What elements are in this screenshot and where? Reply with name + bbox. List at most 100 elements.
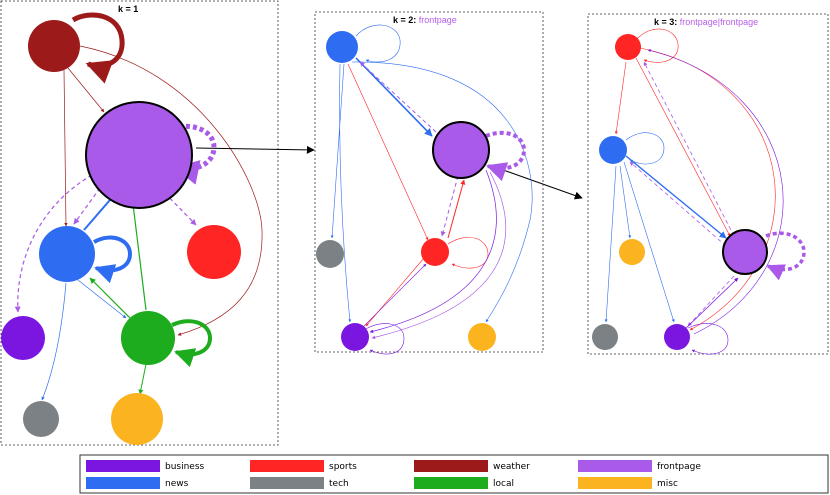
- legend-label-sports: sports: [329, 462, 357, 472]
- panel-k2-title: k = 2: frontpage: [393, 15, 457, 25]
- legend-swatch-weather: [414, 460, 488, 472]
- k2-edge-news-tech: [330, 63, 345, 239]
- legend-swatch-sports: [250, 460, 324, 472]
- legend-label-frontpage: frontpage: [657, 462, 701, 472]
- panel-k2-title-suffix: frontpage: [419, 15, 457, 25]
- k2-edge-frontpage-business: [371, 171, 507, 339]
- k3-edge-news-tech: [604, 165, 617, 323]
- node-tech: [23, 401, 59, 437]
- panel-k1: k = 1: [0, 0, 279, 446]
- panel-k2-edges: [330, 24, 533, 355]
- legend: business sports weather frontpage news t…: [79, 454, 829, 494]
- k3-node-news: [599, 136, 627, 164]
- k3-node-misc: [619, 239, 645, 265]
- edge-local-frontpage: [129, 195, 147, 311]
- k3-edge-frontpage-self: [765, 231, 806, 281]
- arrow-k2-to-k3: [491, 165, 583, 200]
- edge-local-misc: [138, 363, 147, 395]
- arrow-k1-to-k2: [195, 145, 315, 154]
- panel-k1-nodes: [1, 20, 241, 445]
- legend-label-misc: misc: [657, 479, 678, 489]
- edge-frontpage-news: [73, 187, 101, 225]
- panel-k3-title-text: k = 3:: [654, 17, 680, 27]
- k3-edge-frontpage-business: [687, 275, 735, 327]
- k3-edge-sports-news: [614, 61, 627, 135]
- k3-edge-sports-business: [639, 47, 776, 331]
- k3-edge-business-frontpage: [683, 277, 739, 331]
- k2-node-misc: [468, 323, 496, 351]
- k2-edge-news-self: [355, 24, 401, 63]
- k2-edge-business-self: [363, 323, 405, 355]
- k2-edge-business-frontpage: [369, 169, 497, 333]
- node-misc: [111, 393, 163, 445]
- k2-edge-news-sports: [347, 63, 429, 241]
- node-local: [121, 311, 175, 365]
- panel-k2-border: [314, 11, 544, 353]
- panel-k2-nodes: [316, 31, 496, 351]
- node-news: [39, 226, 95, 282]
- edge-local-self: [171, 319, 213, 368]
- panel-k2-title-text: k = 2:: [393, 15, 419, 25]
- k2-edge-frontpage-news: [359, 61, 437, 133]
- panel-k3-title: k = 3: frontpage|frontpage: [654, 17, 758, 27]
- k2-edge-news-misc: [351, 61, 533, 323]
- legend-swatch-misc: [578, 477, 652, 489]
- node-weather: [28, 20, 80, 72]
- k3-edge-frontpage-news: [629, 161, 727, 247]
- edge-frontpage-self: [171, 123, 217, 185]
- panel-k3: k = 3: frontpage|frontpage: [587, 13, 829, 355]
- k3-edge-frontpage-sports: [643, 61, 735, 237]
- node-business: [1, 316, 45, 360]
- k2-edge-sports-self: [447, 237, 489, 269]
- legend-label-local: local: [493, 479, 514, 489]
- panel-k3-edges: [604, 28, 806, 355]
- edge-weather-frontpage: [67, 67, 105, 113]
- k3-edge-business-sports: [647, 49, 784, 335]
- k2-node-tech: [316, 240, 344, 268]
- legend-swatch-tech: [250, 477, 324, 489]
- panel-k3-title-suffix: frontpage|frontpage: [680, 17, 758, 27]
- k2-edge-news-business: [339, 63, 352, 323]
- k2-node-business: [341, 323, 369, 351]
- edge-news-tech: [41, 282, 67, 401]
- k3-edge-news-misc: [619, 165, 632, 239]
- node-sports: [187, 225, 241, 279]
- edge-news-local: [77, 279, 127, 319]
- k2-edge-frontpage-self: [485, 130, 527, 182]
- k3-edge-news-frontpage: [625, 155, 727, 239]
- panel-k3-border: [587, 13, 829, 355]
- k2-edge-frontpage-sports: [440, 175, 459, 237]
- legend-label-business: business: [165, 462, 205, 472]
- panel-k1-border: [0, 0, 279, 446]
- k3-edge-news-business: [623, 161, 675, 323]
- legend-swatch-news: [86, 477, 160, 489]
- panel-k1-title-text: k = 1: [118, 4, 138, 14]
- k2-node-sports: [421, 238, 449, 266]
- k3-edge-sports-frontpage: [635, 57, 731, 237]
- panel-k3-nodes: [592, 34, 768, 350]
- k3-node-frontpage: [722, 229, 768, 275]
- edge-local-news: [89, 277, 131, 319]
- k3-node-tech: [592, 324, 618, 350]
- legend-swatch-frontpage: [578, 460, 652, 472]
- edge-weather-self: [71, 12, 125, 84]
- panel-k2: k = 2: frontpage: [314, 11, 544, 355]
- k3-edge-news-self: [625, 132, 665, 165]
- edge-weather-local: [79, 45, 263, 336]
- k2-node-news: [326, 31, 358, 63]
- k2-node-frontpage: [432, 121, 490, 179]
- node-frontpage: [85, 101, 193, 209]
- legend-swatch-business: [86, 460, 160, 472]
- k3-node-sports: [615, 34, 641, 60]
- k2-edge-sports-frontpage: [447, 179, 466, 239]
- legend-label-weather: weather: [493, 462, 530, 472]
- legend-swatch-local: [414, 477, 488, 489]
- panel-k1-title: k = 1: [118, 4, 138, 14]
- legend-label-news: news: [165, 479, 189, 489]
- k3-node-business: [664, 324, 690, 350]
- k2-edge-business-sports: [361, 263, 427, 329]
- k2-edge-news-frontpage: [355, 57, 433, 137]
- k2-edge-sports-business: [365, 257, 425, 327]
- edge-frontpage-business: [14, 174, 93, 313]
